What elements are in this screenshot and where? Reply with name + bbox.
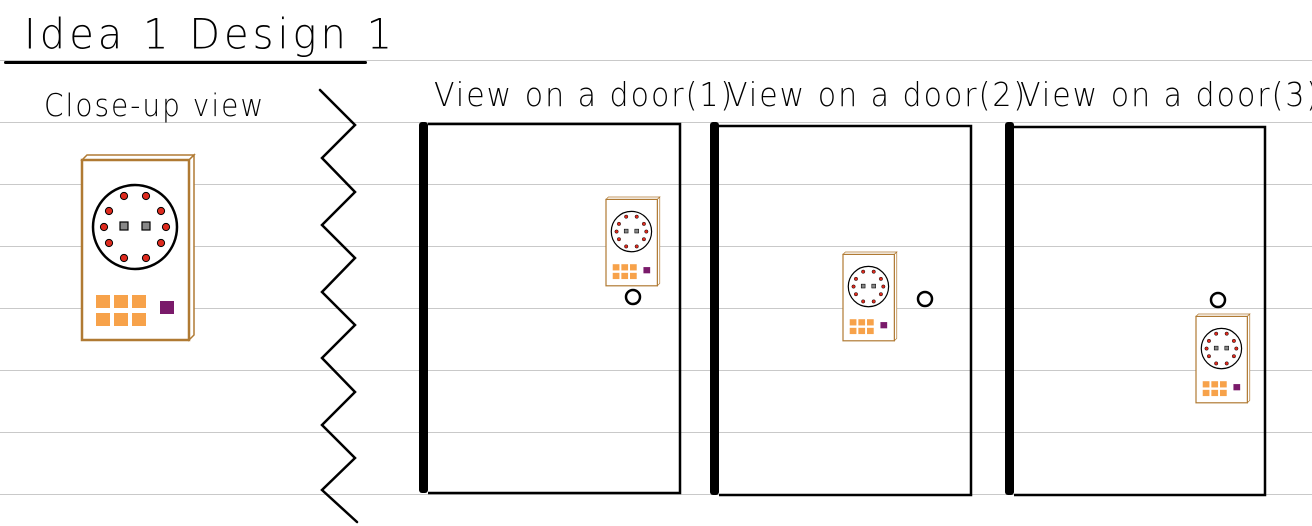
ruled-line (0, 432, 1312, 433)
ruled-line (0, 370, 1312, 371)
closeup-keypad-device (80, 153, 196, 342)
zigzag-separator (318, 88, 359, 524)
door-2-knob (916, 290, 934, 308)
door-1-keypad-device (605, 196, 661, 287)
ruled-line (0, 494, 1312, 495)
closeup-view-label: Close-up view (44, 87, 266, 124)
door-3 (1005, 122, 1267, 497)
ruled-line (0, 308, 1312, 309)
ruled-line (0, 122, 1312, 123)
door-2-label: View on a door(2) (727, 76, 1028, 115)
page-title: Idea 1 Design 1 (24, 10, 397, 60)
door-1-knob (624, 288, 642, 306)
ruled-line (0, 184, 1312, 185)
door-1 (419, 122, 682, 495)
title-underline (4, 61, 367, 64)
door-3-label: View on a door(3) (1020, 76, 1312, 115)
door-3-knob (1209, 291, 1227, 309)
door-3-keypad-device (1195, 313, 1251, 404)
door-2-keypad-device (842, 251, 898, 342)
door-1-label: View on a door(1) (434, 76, 735, 115)
ruled-line (0, 60, 1312, 61)
door-2 (710, 122, 973, 497)
